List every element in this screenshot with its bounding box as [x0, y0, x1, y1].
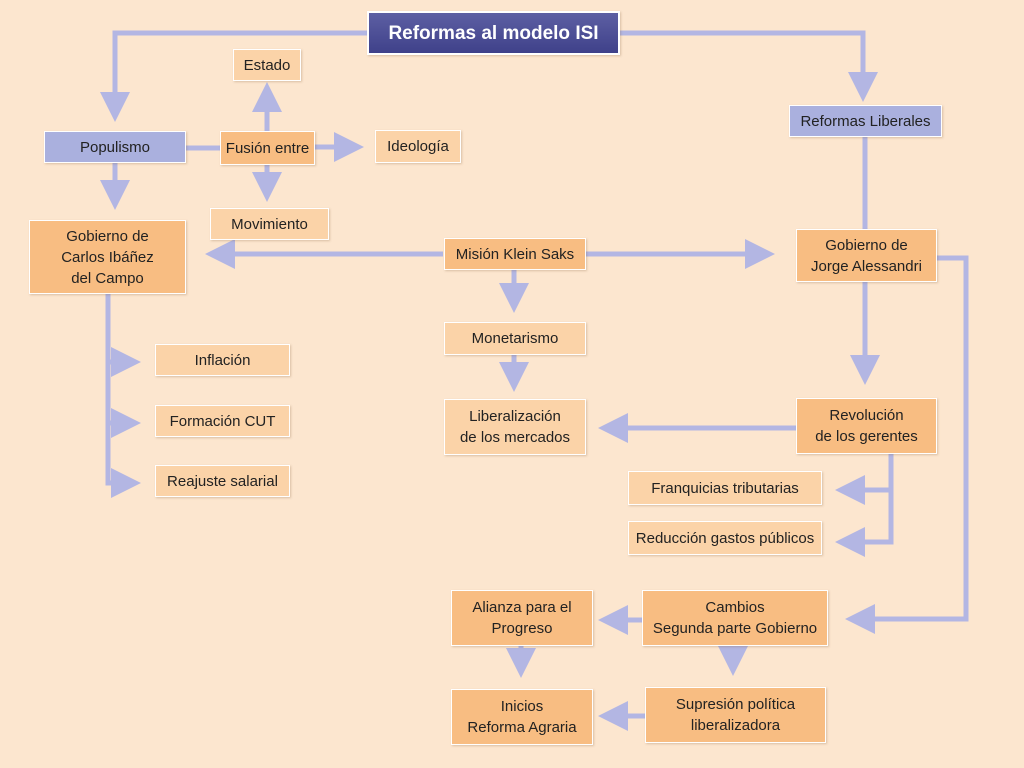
node-alianza-progreso: Alianza para el Progreso: [451, 590, 593, 646]
node-gobierno-ibanez: Gobierno de Carlos Ibáñez del Campo: [29, 220, 186, 294]
node-franquicias-tributarias: Franquicias tributarias: [628, 471, 822, 505]
node-inicios-reforma-agraria: Inicios Reforma Agraria: [451, 689, 593, 745]
node-fusion-entre: Fusión entre: [220, 131, 315, 165]
node-monetarismo: Monetarismo: [444, 322, 586, 355]
node-inflacion: Inflación: [155, 344, 290, 376]
node-cambios-segunda-parte: Cambios Segunda parte Gobierno: [642, 590, 828, 646]
node-reduccion-gastos: Reducción gastos públicos: [628, 521, 822, 555]
edge-ibanez-branch: [105, 294, 141, 498]
edge-title-populismo: [100, 30, 368, 122]
node-ideologia: Ideología: [375, 130, 461, 163]
node-mision-klein-saks: Misión Klein Saks: [444, 238, 586, 270]
node-movimiento: Movimiento: [210, 208, 329, 240]
node-gobierno-alessandri: Gobierno de Jorge Alessandri: [796, 229, 937, 282]
node-liberalizacion-mercados: Liberalización de los mercados: [444, 399, 586, 455]
node-populismo: Populismo: [44, 131, 186, 163]
edge-gerentes-branch: [835, 453, 894, 557]
node-formacion-cut: Formación CUT: [155, 405, 290, 437]
node-reformas-liberales: Reformas Liberales: [789, 105, 942, 137]
node-estado: Estado: [233, 49, 301, 81]
title-node: Reformas al modelo ISI: [367, 11, 620, 55]
node-revolucion-gerentes: Revolución de los gerentes: [796, 398, 937, 454]
node-supresion-politica: Supresión política liberalizadora: [645, 687, 826, 743]
edge-title-liberales: [619, 30, 878, 102]
node-reajuste-salarial: Reajuste salarial: [155, 465, 290, 497]
edge-alessandri-cambios: [845, 255, 969, 634]
